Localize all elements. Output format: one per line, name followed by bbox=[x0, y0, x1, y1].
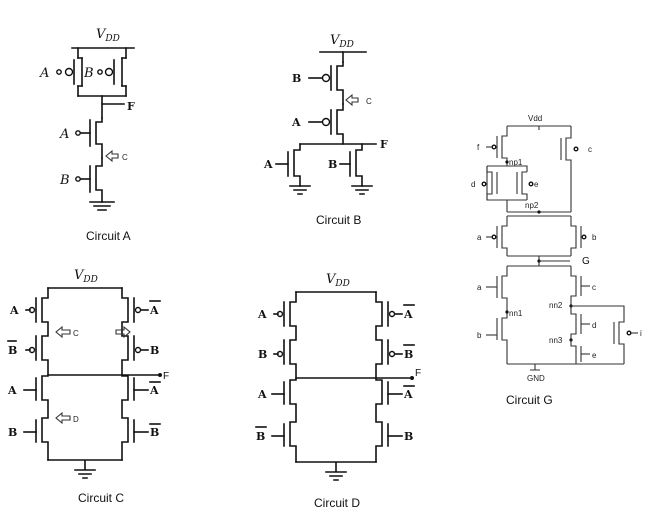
circuit-g-gate-i: i bbox=[640, 329, 642, 338]
circuit-c-input-a: A bbox=[9, 304, 19, 317]
circuit-d-input-a: A bbox=[257, 308, 267, 321]
circuit-b-vdd-label: VDD bbox=[330, 33, 354, 50]
circuit-a-node-c-arrow bbox=[105, 149, 119, 163]
circuit-a-vdd-label: VDD bbox=[96, 27, 120, 44]
circuit-g-gate-d2: d bbox=[592, 321, 596, 330]
circuit-a-node-c-label: C bbox=[122, 153, 128, 162]
circuit-d-input-abar2: A bbox=[403, 388, 413, 401]
circuit-b-input-b: B bbox=[292, 72, 301, 85]
circuit-c-output-f: F bbox=[163, 371, 169, 382]
circuit-c-vdd-label: VDD bbox=[74, 268, 98, 285]
circuit-g-output-g: G bbox=[582, 256, 590, 267]
circuit-g-nn3: nn3 bbox=[549, 336, 563, 345]
circuit-a: VDD A B F A C B bbox=[39, 27, 135, 243]
circuit-d-input-b: B bbox=[258, 348, 267, 361]
circuit-g-gate-e: e bbox=[534, 180, 539, 189]
circuit-d-input-a2: A bbox=[257, 388, 267, 401]
circuit-g-nn1: nn1 bbox=[509, 309, 523, 318]
circuit-d-vdd-label: VDD bbox=[326, 272, 350, 289]
circuit-g-gate-b2: b bbox=[477, 331, 482, 340]
circuit-d-input-b2: B bbox=[404, 430, 413, 443]
circuit-a-output-f: F bbox=[127, 100, 135, 113]
circuit-g-caption: Circuit G bbox=[506, 393, 553, 407]
circuit-a-input-b2: B bbox=[59, 173, 70, 188]
circuit-g-gate-a: a bbox=[477, 233, 482, 242]
circuit-c-node-c-label: C bbox=[73, 329, 79, 338]
circuit-c-input-bbar2: B bbox=[150, 426, 159, 439]
circuit-d: VDD A B A B A B A B F bbox=[255, 272, 421, 510]
circuit-g-gate-e2: e bbox=[592, 351, 597, 360]
circuit-d-input-bbar2: B bbox=[404, 348, 413, 361]
circuit-a-input-a2: A bbox=[59, 127, 69, 142]
circuit-d-input-abar: A bbox=[403, 308, 413, 321]
circuit-c-input-abar: A bbox=[149, 304, 159, 317]
circuit-d-output-f: F bbox=[415, 368, 421, 379]
circuit-b-input-a: A bbox=[291, 116, 301, 129]
circuit-b-output-f: F bbox=[380, 138, 388, 151]
circuit-c-input-b2: B bbox=[8, 426, 17, 439]
circuit-a-input-b: B bbox=[83, 66, 94, 81]
circuit-g-gnd-label: GND bbox=[527, 374, 545, 383]
circuit-c-input-b3: B bbox=[150, 344, 159, 357]
circuit-g-gate-c: c bbox=[588, 145, 592, 154]
circuit-c-node-d-label: D bbox=[73, 415, 79, 424]
circuit-a-pmos-a-bubble bbox=[64, 67, 74, 77]
circuit-c-caption: Circuit C bbox=[78, 491, 124, 505]
circuit-c: VDD A B A B C D A B A B bbox=[7, 268, 169, 505]
circuit-g-np1: np1 bbox=[509, 158, 523, 167]
circuit-a-ground bbox=[89, 201, 115, 211]
circuit-g-gate-c2: c bbox=[592, 283, 596, 292]
circuit-c-input-a2: A bbox=[7, 384, 17, 397]
circuit-b-caption: Circuit B bbox=[316, 213, 361, 227]
circuit-g-nn2: nn2 bbox=[549, 301, 563, 310]
circuit-b: VDD B C A F A B Circuit B bbox=[263, 33, 388, 227]
circuit-b-input-a2: A bbox=[263, 158, 273, 171]
circuit-c-input-abar2: A bbox=[149, 384, 159, 397]
circuit-a-caption: Circuit A bbox=[86, 229, 131, 243]
circuit-a-input-a: A bbox=[39, 66, 49, 81]
circuit-g-vdd-label: Vdd bbox=[528, 114, 542, 123]
circuit-g-gate-a2: a bbox=[477, 283, 482, 292]
circuit-g: Vdd f np1 d e np2 c a bbox=[471, 114, 642, 407]
circuit-b-node-c-label: C bbox=[366, 97, 372, 106]
circuit-d-caption: Circuit D bbox=[314, 496, 360, 510]
circuit-g-gate-d: d bbox=[471, 180, 475, 189]
circuit-d-input-bbar: B bbox=[256, 430, 265, 443]
circuit-g-gate-b: b bbox=[592, 233, 597, 242]
circuit-g-np2: np2 bbox=[525, 201, 539, 210]
circuit-c-input-bbar: B bbox=[8, 344, 17, 357]
circuit-b-input-b2: B bbox=[328, 158, 337, 171]
circuit-g-gate-f: f bbox=[477, 143, 480, 152]
